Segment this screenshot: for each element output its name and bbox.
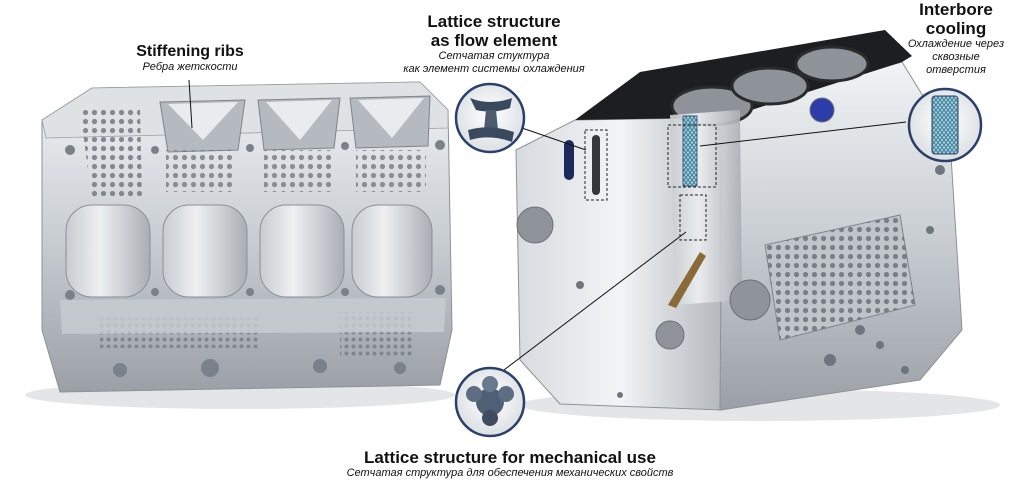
interbore-subtitle-line2: сквозные	[932, 51, 980, 63]
label-interbore-cooling: Interbore cooling Охлаждение через сквоз…	[888, 0, 1024, 77]
interbore-channel	[682, 115, 698, 187]
left-block-bores	[65, 204, 433, 298]
right-block-perforated-drum	[764, 214, 916, 341]
left-engine-block	[25, 81, 455, 409]
interbore-title-line2: cooling	[925, 19, 987, 38]
highlight-boxes	[584, 124, 717, 241]
interbore-subtitle-line3: отверстия	[926, 64, 986, 76]
callout-lines	[188, 79, 907, 377]
stiffening-ribs	[159, 95, 431, 153]
callout-mechanical	[454, 366, 526, 438]
stiffening-ribs-subtitle: Ребра жетскости	[142, 61, 238, 73]
callout-interbore	[907, 87, 983, 163]
flow-title-line1: Lattice structure	[427, 12, 561, 31]
callout-flow-lattice	[454, 82, 526, 154]
mechanical-subtitle: Сетчатая структура для обеспечения механ…	[346, 467, 674, 479]
flow-title-line2: as flow element	[430, 31, 558, 50]
label-stiffening-ribs: Stiffening ribs Ребра жетскости	[110, 42, 270, 74]
stiffening-ribs-title: Stiffening ribs	[136, 43, 244, 60]
mechanical-title: Lattice structure for mechanical use	[364, 448, 656, 467]
label-mechanical-lattice: Lattice structure for mechanical use Сет…	[280, 448, 740, 480]
flow-subtitle-line1: Сетчатая стуктура	[438, 50, 550, 62]
label-flow-element: Lattice structure as flow element Сетчат…	[384, 12, 604, 76]
interbore-subtitle-line1: Охлаждение через	[907, 38, 1005, 50]
flow-subtitle-line2: как элемент системы охлаждения	[403, 63, 585, 75]
interbore-title-line1: Interbore	[919, 0, 993, 19]
right-engine-block	[515, 30, 1000, 421]
